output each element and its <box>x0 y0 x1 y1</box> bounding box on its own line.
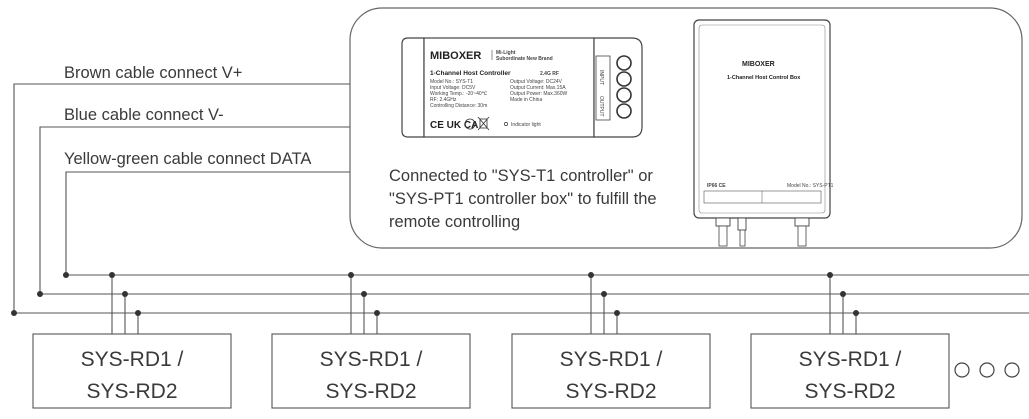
blue-cable-label: Blue cable connect V- <box>64 106 224 124</box>
box-title: 1-Channel Host Control Box <box>727 75 801 81</box>
junction-dot <box>614 310 620 316</box>
controller-sub-brand-2: Subordinate New Brand <box>496 56 553 62</box>
device-box <box>511 333 711 409</box>
continuation-marks <box>954 362 1020 378</box>
antenna-gland <box>737 217 747 231</box>
controller-brand: MIBOXER <box>430 50 481 62</box>
spec-left-3: Working Temp.: -20~40℃ <box>430 91 488 97</box>
junction-dot <box>601 291 607 297</box>
junction-dot <box>853 310 859 316</box>
controller-sub-brand-1: Mi-Light <box>496 50 516 56</box>
port-hole-4 <box>616 103 632 119</box>
spec-left-5: Controlling Distance: 30m <box>430 103 487 109</box>
junction-dot <box>588 272 594 278</box>
spec-left-2: Input Voltage: DC5V <box>430 85 476 91</box>
device-box <box>32 333 232 409</box>
junction-dot-feed-negative <box>37 291 43 297</box>
device-label-line1: SYS-RD1 / <box>560 348 663 371</box>
junction-dot-feed-positive <box>11 310 17 316</box>
spec-right-4: Made in China <box>510 97 542 103</box>
device-box <box>750 333 950 409</box>
port-hole-3 <box>616 87 632 103</box>
device-label-line1: SYS-RD1 / <box>799 348 902 371</box>
device-label-line1: SYS-RD1 / <box>81 348 184 371</box>
device-3: SYS-RD1 / SYS-RD2 <box>511 272 711 409</box>
cable-gland-1 <box>715 217 731 227</box>
cable-gland-2 <box>794 217 810 227</box>
brown-cable-label: Brown cable connect V+ <box>64 64 242 82</box>
spec-left-1: Model No.: SYS-T1 <box>430 79 473 85</box>
device-label-line2: SYS-RD2 <box>565 380 656 403</box>
junction-dot <box>374 310 380 316</box>
controller-title: 1-Channel Host Controller <box>430 70 511 77</box>
yellow-green-cable-label: Yellow-green cable connect DATA <box>64 150 311 168</box>
indicator-label: Indicator light <box>511 122 541 128</box>
host-caption-line-1: Connected to "SYS-T1 controller" or <box>389 167 653 185</box>
continuation-dot <box>979 362 995 378</box>
yellow-green-feed-wire <box>65 171 350 275</box>
spec-left-4: RF: 2.4GHz <box>430 97 457 103</box>
device-label-line2: SYS-RD2 <box>804 380 895 403</box>
spec-right-3: Output Power: Max.360W <box>510 91 568 97</box>
junction-dot <box>135 310 141 316</box>
device-label-line2: SYS-RD2 <box>325 380 416 403</box>
junction-dot <box>122 291 128 297</box>
port-hole-2 <box>616 71 632 87</box>
device-label-line1: SYS-RD1 / <box>320 348 423 371</box>
spec-right-1: Output Voltage: DC24V <box>510 79 563 85</box>
brown-feed-wire <box>13 83 350 313</box>
junction-dot <box>109 272 115 278</box>
junction-dot <box>361 291 367 297</box>
rf-badge: 2.4G RF <box>540 71 559 77</box>
sys-t1-controller: INPUT OUTPUT MIBOXER Mi-Light Subordinat… <box>401 37 643 138</box>
junction-dot <box>840 291 846 297</box>
junction-dot-feed-data <box>63 272 69 278</box>
cert-marks: CE UK CA <box>430 120 478 131</box>
box-model-label: Model No.: SYS-PT1 <box>787 183 834 189</box>
port-hole-1 <box>616 55 632 71</box>
device-2: SYS-RD1 / SYS-RD2 <box>271 272 471 409</box>
port-label-input: INPUT <box>598 70 604 85</box>
device-label-line2: SYS-RD2 <box>86 380 177 403</box>
indicator-led-icon <box>504 122 508 126</box>
sys-pt1-control-box: MIBOXER 1-Channel Host Control Box IP66 … <box>693 19 834 247</box>
continuation-dot <box>954 362 970 378</box>
spec-right-2: Output Current: Max.15A <box>510 85 566 91</box>
host-caption-line-3: remote controlling <box>389 213 520 231</box>
weee-bin-icon <box>477 116 490 131</box>
device-4: SYS-RD1 / SYS-RD2 <box>750 272 950 409</box>
box-brand: MIBOXER <box>742 61 775 68</box>
port-label-output: OUTPUT <box>598 96 604 117</box>
rohs-icon <box>464 118 476 130</box>
device-1: SYS-RD1 / SYS-RD2 <box>32 272 232 409</box>
junction-dot <box>827 272 833 278</box>
box-ip-mark: IP66 CE <box>707 183 726 189</box>
device-box <box>271 333 471 409</box>
host-caption-line-2: "SYS-PT1 controller box" to fulfill the <box>389 190 657 208</box>
blue-feed-wire <box>39 126 350 294</box>
junction-dot <box>348 272 354 278</box>
continuation-dot <box>1004 362 1020 378</box>
